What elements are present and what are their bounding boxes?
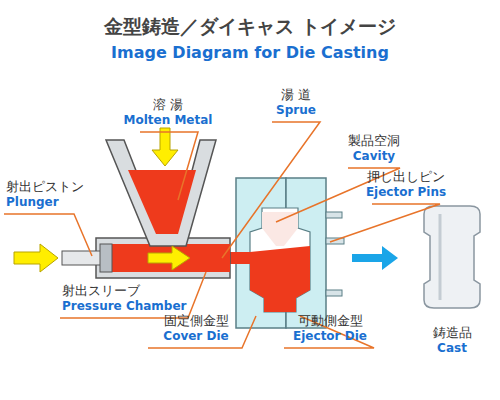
part-name: Plunger [6, 196, 59, 210]
molten-in-cavity [250, 246, 310, 312]
part-name: 射出スリーブ [62, 284, 140, 299]
part-name: Ejector Die [293, 330, 367, 344]
cavity-highlight [262, 212, 298, 246]
ejector-pin [326, 212, 342, 218]
plunger-head [100, 244, 112, 272]
molten-in-chamber [112, 244, 230, 272]
part-name: 押し出しピン [367, 170, 445, 185]
leader-line [222, 122, 320, 258]
part-name: Pressure Chamber [62, 300, 187, 314]
cast-shading [439, 214, 442, 300]
cast-part [424, 206, 480, 308]
push-arrow [14, 244, 58, 272]
part-name: Cast [437, 342, 467, 356]
leader-line [4, 214, 92, 256]
part-name: 湯 道 [281, 88, 311, 103]
part-name: 製品空洞 [348, 134, 400, 149]
cavity [250, 208, 310, 312]
part-name: 射出ピストン [6, 180, 84, 195]
part-name: Cavity [353, 150, 395, 164]
part-name: Molten Metal [124, 114, 213, 128]
eject-arrow [352, 246, 398, 270]
leader-line [140, 132, 198, 200]
leader-line [60, 272, 206, 318]
pour-arrow [152, 128, 178, 166]
part-name: Cover Die [163, 330, 228, 344]
leader-line [330, 204, 440, 242]
ejector-pin [326, 290, 342, 296]
part-name: 固定側金型 [164, 314, 229, 329]
part-name: Ejector Pins [366, 186, 446, 200]
part-name: 溶 湯 [153, 98, 183, 113]
part-name: 鋳造品 [433, 326, 472, 341]
part-name: 可動側金型 [298, 314, 363, 329]
inject-arrow [148, 246, 190, 270]
molten-metal [128, 170, 196, 234]
part-name: Sprue [276, 104, 316, 118]
title: 金型鋳造／ダイキャス トイメージ [104, 16, 396, 38]
subtitle: Image Diagram for Die Casting [111, 44, 389, 62]
